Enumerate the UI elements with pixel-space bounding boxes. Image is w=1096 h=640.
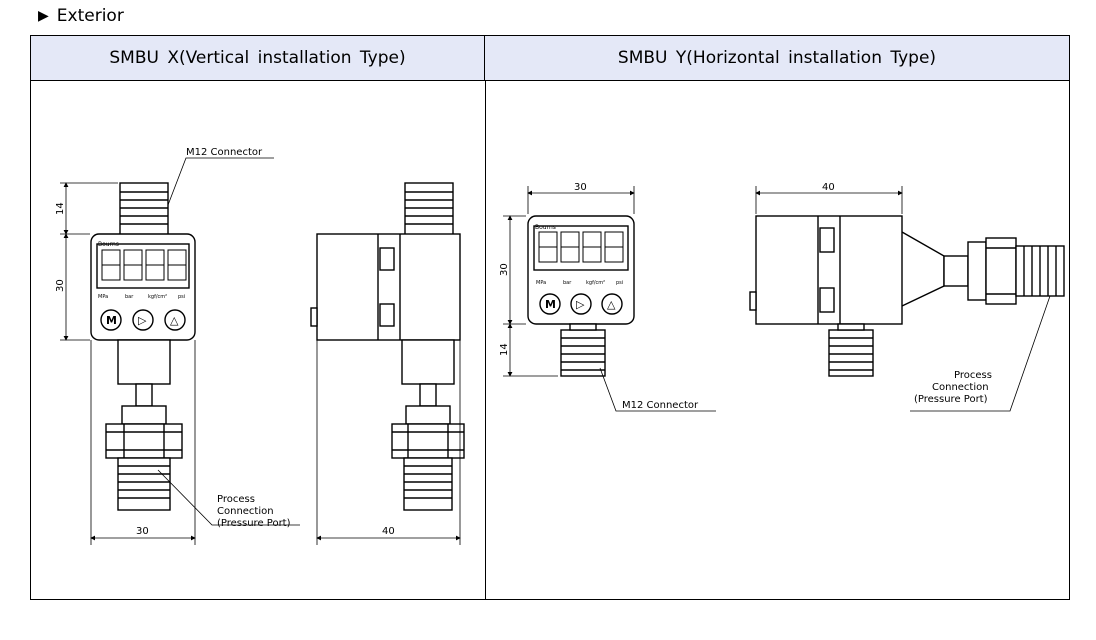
process-label-line1-2: Process: [954, 370, 992, 381]
process-label-line1: Process: [217, 494, 255, 505]
up-button-icon: △: [170, 314, 179, 327]
unit-psi-2: psi: [616, 280, 623, 286]
dim-height-connector: 14: [55, 202, 66, 215]
right-button-icon: ▷: [138, 314, 147, 327]
vertical-front-view: [90, 182, 196, 511]
unit-mpa: MPa: [98, 294, 108, 300]
up-button-icon-2: △: [607, 298, 616, 311]
triangle-bullet-icon: ▶: [38, 8, 49, 24]
dim-width-front-2: 30: [574, 182, 587, 193]
dim-width-side: 40: [382, 526, 395, 537]
m12-connector-label-2: M12 Connector: [622, 400, 699, 411]
dim-height-body: 30: [55, 279, 66, 292]
dim-height-connector-2: 14: [499, 343, 510, 356]
exterior-table: SMBU X(Vertical installation Type) SMBU …: [30, 35, 1070, 600]
unit-mpa-2: MPa: [536, 280, 546, 286]
horizontal-front-view: [527, 215, 635, 377]
unit-psi: psi: [178, 294, 185, 300]
process-label-line2: Connection: [217, 506, 274, 517]
column-header-horizontal: SMBU Y(Horizontal installation Type): [485, 36, 1069, 81]
display-logo: Bourns: [98, 241, 119, 248]
vertical-side-view: [310, 182, 465, 511]
dim-width-side-2: 40: [822, 182, 835, 193]
process-label-line2-2: Connection: [932, 382, 989, 393]
mode-button-icon-2: M: [545, 298, 556, 311]
column-divider: [485, 81, 486, 599]
m12-connector-label: M12 Connector: [186, 147, 263, 158]
unit-kgf: kgf/cm²: [148, 294, 167, 300]
right-button-icon-2: ▷: [576, 298, 585, 311]
dim-height-body-2: 30: [499, 263, 510, 276]
unit-bar: bar: [125, 294, 134, 300]
process-label-line3-2: (Pressure Port): [914, 394, 988, 405]
dimension-lines: [60, 157, 1051, 545]
horizontal-side-view: [749, 215, 1065, 377]
process-label-line3: (Pressure Port): [217, 518, 291, 529]
column-header-vertical: SMBU X(Vertical installation Type): [31, 36, 485, 81]
unit-bar-2: bar: [563, 280, 572, 286]
section-title-text: Exterior: [56, 6, 124, 26]
section-title: ▶ Exterior: [38, 6, 124, 26]
dim-width-front: 30: [136, 526, 149, 537]
unit-kgf-2: kgf/cm²: [586, 280, 605, 286]
mode-button-icon: M: [106, 314, 117, 327]
display-logo-2: Bourns: [535, 224, 556, 231]
